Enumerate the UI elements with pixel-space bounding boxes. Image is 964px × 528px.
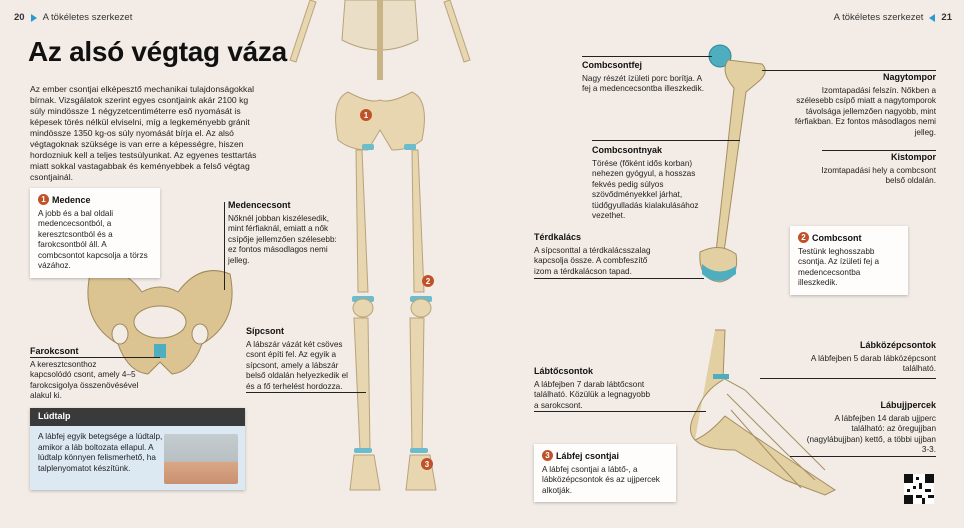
terdkalacs-leader bbox=[534, 278, 704, 279]
page-title: Az alsó végtag váza bbox=[28, 36, 287, 67]
labtocsontok-label: Lábtőcsontok A lábfejben 7 darab lábtőcs… bbox=[534, 366, 654, 411]
medence-title: Medence bbox=[52, 195, 91, 205]
sipcsont-title: Sípcsont bbox=[246, 326, 285, 336]
chapter-title-right: A tökéletes szerkezet bbox=[833, 12, 924, 23]
medencecsont-text: Nőknél jobban kiszélesedik, mint férfiak… bbox=[228, 213, 337, 265]
page-number-left: 20 bbox=[14, 12, 25, 23]
labtocsontok-title: Lábtőcsontok bbox=[534, 366, 594, 376]
page-header-right: A tökéletes szerkezet 21 bbox=[834, 12, 952, 24]
labkozepcsontok-leader bbox=[760, 378, 936, 379]
foot-illustration bbox=[690, 329, 836, 496]
medence-text: A jobb és a bal oldali medencecsontból, … bbox=[38, 208, 148, 271]
sipcsont-label: Sípcsont A lábszár vázát két csöves cson… bbox=[246, 326, 350, 392]
terdkalacs-text: A sípcsonttal a térdkalácsszalag kapcsol… bbox=[534, 245, 651, 276]
marker-1-icon: 1 bbox=[38, 194, 49, 205]
marker-2-icon: 2 bbox=[798, 232, 809, 243]
labtocsontok-text: A lábfejben 7 darab lábtőcsont található… bbox=[534, 379, 651, 410]
labujjpercek-text: A lábfejben 14 darab ujjperc található: … bbox=[806, 413, 936, 455]
labfej-title: Lábfej csontjai bbox=[556, 451, 620, 461]
combcsontnyak-text: Törése (főként idős korban) nehezen gyóg… bbox=[592, 158, 699, 221]
page-number-right: 21 bbox=[941, 12, 952, 23]
pelvis-illustration bbox=[87, 270, 233, 375]
skeleton-marker-2: 2 bbox=[426, 277, 431, 286]
arrow-left-icon bbox=[929, 14, 936, 23]
medencecsont-title: Medencecsont bbox=[228, 200, 291, 210]
kistompor-text: Izomtapadási hely a combcsont belső olda… bbox=[821, 165, 936, 186]
combcsontfej-title: Combcsontfej bbox=[582, 60, 643, 70]
nagytompor-label: Nagytompor Izomtapadási felszín. Nőkben … bbox=[792, 72, 936, 138]
skeleton-marker-3: 3 bbox=[425, 460, 430, 469]
page-header-left: 20 A tökéletes szerkezet bbox=[14, 12, 132, 24]
nagytompor-text: Izomtapadási felszín. Nőkben a szélesebb… bbox=[794, 85, 936, 137]
terdkalacs-title: Térdkalács bbox=[534, 232, 582, 242]
femur-illustration bbox=[699, 44, 766, 283]
chapter-title-left: A tökéletes szerkezet bbox=[42, 12, 133, 23]
farokcsont-title: Farokcsont bbox=[30, 346, 79, 356]
kistompor-label: Kistompor Izomtapadási hely a combcsont … bbox=[808, 152, 936, 187]
marker-3-icon: 3 bbox=[542, 450, 553, 461]
farokcsont-leader bbox=[30, 357, 160, 358]
skeleton-illustration: 1 2 3 bbox=[289, 0, 471, 491]
combcsontfej-label: Combcsontfej Nagy részét ízületi porc bo… bbox=[582, 60, 712, 95]
kistompor-leader bbox=[822, 150, 936, 151]
arrow-right-icon bbox=[30, 14, 37, 23]
labfej-text: A lábfej csontjai a lábtő-, a lábközépcs… bbox=[542, 464, 660, 495]
qr-code[interactable] bbox=[904, 474, 934, 504]
terdkalacs-label: Térdkalács A sípcsonttal a térdkalácssza… bbox=[534, 232, 664, 277]
labkozepcsontok-text: A lábfejben 5 darab lábközépcsont találh… bbox=[810, 353, 936, 374]
labujjpercek-leader bbox=[790, 456, 936, 457]
ludtalp-text: A lábfej egyik betegsége a lúdtalp, amik… bbox=[38, 432, 163, 473]
labujjpercek-label: Lábujjpercek A lábfejben 14 darab ujjper… bbox=[800, 400, 936, 456]
ludtalp-box: Lúdtalp A lábfej egyik betegsége a lúdta… bbox=[30, 408, 245, 490]
ludtalp-title: Lúdtalp bbox=[30, 408, 245, 426]
combcsontnyak-leader bbox=[592, 140, 740, 141]
skeleton-marker-1: 1 bbox=[364, 111, 369, 120]
ludtalp-photo bbox=[164, 434, 238, 484]
labkozepcsontok-title: Lábközépcsontok bbox=[859, 340, 936, 350]
kistompor-title: Kistompor bbox=[891, 152, 936, 162]
labtocsontok-leader bbox=[534, 411, 706, 412]
labujjpercek-title: Lábujjpercek bbox=[880, 400, 936, 410]
farokcsont-text: A keresztcsonthoz kapcsolódó csont, amel… bbox=[30, 359, 139, 401]
combcsontnyak-label: Combcsontnyak Törése (főként idős korban… bbox=[592, 145, 714, 222]
nagytompor-title: Nagytompor bbox=[882, 72, 936, 82]
combcsontnyak-title: Combcsontnyak bbox=[592, 145, 663, 155]
medencecsont-label: Medencecsont Nőknél jobban kiszélesedik,… bbox=[228, 200, 346, 266]
sipcsont-leader bbox=[246, 392, 366, 393]
labkozepcsontok-label: Lábközépcsontok A lábfejben 5 darab lábk… bbox=[800, 340, 936, 375]
nagytompor-leader bbox=[762, 70, 936, 71]
sipcsont-text: A lábszár vázát két csöves csont építi f… bbox=[246, 339, 348, 391]
combcsont-text: Testünk leghosszabb csontja. Az ízületi … bbox=[798, 246, 880, 288]
intro-paragraph: Az ember csontjai elképesztő mechanikai … bbox=[30, 84, 257, 182]
medencecsont-leader bbox=[224, 202, 225, 290]
combcsontfej-leader bbox=[582, 56, 712, 57]
farokcsont-label: Farokcsont A keresztcsonthoz kapcsolódó … bbox=[30, 346, 140, 402]
combcsont-title: Combcsont bbox=[812, 233, 862, 243]
combcsontfej-text: Nagy részét ízületi porc borítja. A fej … bbox=[582, 73, 704, 94]
